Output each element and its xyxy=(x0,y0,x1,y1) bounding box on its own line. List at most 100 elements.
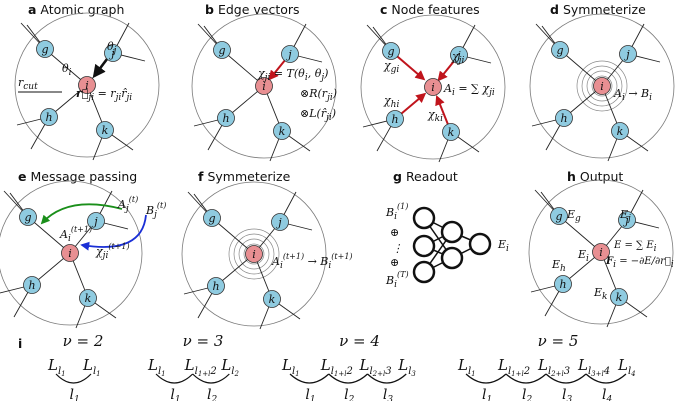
L-term: Ll1 xyxy=(147,356,166,378)
L-term: Ll1 xyxy=(457,356,476,378)
panel-f-labels: Ai(t+1) → Bi(t+1) xyxy=(271,252,353,271)
node-label-h: h xyxy=(212,280,219,293)
node-g xyxy=(551,41,569,59)
node-label-j: j xyxy=(622,214,629,227)
coupling-arc xyxy=(155,373,194,384)
node-label-h: h xyxy=(28,279,35,292)
chi-ji-equation: χji = T(θi, θj) xyxy=(257,67,328,83)
node-label-center: i xyxy=(68,247,72,260)
node-label-h: h xyxy=(45,111,52,124)
l-label: l3 xyxy=(562,387,572,401)
aj-t-label: Aj(t) xyxy=(117,195,138,214)
node-label-g: g xyxy=(24,211,31,224)
edge-g-i xyxy=(221,49,265,87)
oplus-2: ⊕ xyxy=(390,256,399,269)
node-j xyxy=(87,212,105,230)
l-label: l1 xyxy=(170,387,180,401)
node-label-center: i xyxy=(431,81,435,94)
panel-c-labels: χgi χji χhi χki Ai = ∑ χji xyxy=(383,50,495,124)
chi-gi-label: χgi xyxy=(383,59,399,75)
energy-sum-equation: E = ∑ Ei xyxy=(613,240,657,254)
input-neuron xyxy=(412,260,436,284)
node-label-center: i xyxy=(599,246,603,259)
node-label-g: g xyxy=(208,212,215,225)
node-label-j: j xyxy=(623,48,630,61)
b1-label: Bi(1) xyxy=(385,202,408,222)
node-label-h: h xyxy=(222,112,229,125)
node-g xyxy=(382,42,400,60)
hidden-neuron xyxy=(440,220,464,244)
L-term: Ll2+l3 xyxy=(537,356,570,378)
panel-titles: a Atomic graph b Edge vectors c Node fea… xyxy=(18,2,646,351)
bt-label: Bi(T) xyxy=(385,270,409,290)
node-label-g: g xyxy=(41,43,48,56)
panel-f-title: f Symmeterize xyxy=(198,169,291,184)
l-label: l4 xyxy=(602,387,612,401)
node-g xyxy=(203,209,221,227)
node-label-j: j xyxy=(91,215,98,228)
l-label: l1 xyxy=(70,387,80,401)
panel-h-title: h Output xyxy=(567,169,623,184)
coupling-arc xyxy=(585,373,627,384)
chi-ji-label: χji xyxy=(451,50,464,66)
node-label-center: i xyxy=(262,80,266,93)
symmetry-ring xyxy=(586,70,618,102)
chi-ki-label: χki xyxy=(427,108,443,124)
ai-to-bi-label: Ai → Bi xyxy=(613,87,652,103)
node-label-center: i xyxy=(85,79,89,92)
input-neuron xyxy=(412,234,436,258)
node-g xyxy=(19,208,37,226)
force-equation: Fi = −∂E/∂r⃗i xyxy=(605,256,674,270)
node-label-k: k xyxy=(279,125,286,138)
coupling-arc xyxy=(367,373,407,384)
node-k xyxy=(611,122,629,140)
theta-j-label: θj xyxy=(107,40,117,56)
ei-label: Ei xyxy=(577,248,589,264)
cutoff-circle xyxy=(529,13,675,159)
cutoff-circle xyxy=(14,12,160,158)
coupling-arc xyxy=(505,373,547,384)
message-arrow-blue xyxy=(80,214,147,251)
panel-a-title: a Atomic graph xyxy=(28,2,124,17)
L-term: Ll3 xyxy=(397,356,416,378)
ei-output-label: Ei xyxy=(497,238,509,254)
node-g xyxy=(36,40,54,58)
node-j xyxy=(450,46,468,64)
L-term: Ll1+l2 xyxy=(320,356,353,378)
symmetry-ring xyxy=(238,238,270,270)
ai-sum-equation: Ai = ∑ χji xyxy=(443,82,495,98)
node-label-j: j xyxy=(108,47,115,60)
cutoff-circle xyxy=(0,180,143,326)
panel-i-title: i xyxy=(18,336,22,351)
coupling-arc xyxy=(55,373,92,384)
node-k xyxy=(610,288,628,306)
L-term: Ll1+l2 xyxy=(184,356,217,378)
l-label: l1 xyxy=(482,387,492,401)
edge-g-i xyxy=(44,48,88,86)
coupling-arc xyxy=(192,373,230,384)
node-j xyxy=(618,211,636,229)
node-h xyxy=(386,110,404,128)
node-label-j: j xyxy=(454,49,461,62)
coupling-arc xyxy=(545,373,587,384)
edge-g-i xyxy=(27,216,71,254)
node-center xyxy=(593,77,611,95)
node-h xyxy=(217,109,235,127)
node-label-j: j xyxy=(275,216,282,229)
edge-g-i xyxy=(211,217,255,255)
panel-d-labels: Ai → Bi xyxy=(613,87,652,103)
L-term: Ll1 xyxy=(82,356,101,378)
L-term: Ll1 xyxy=(47,356,66,378)
node-center xyxy=(78,76,96,94)
l-label: l2 xyxy=(344,387,354,401)
vertical-dots: ⋮ xyxy=(392,242,403,255)
node-label-g: g xyxy=(555,210,562,223)
